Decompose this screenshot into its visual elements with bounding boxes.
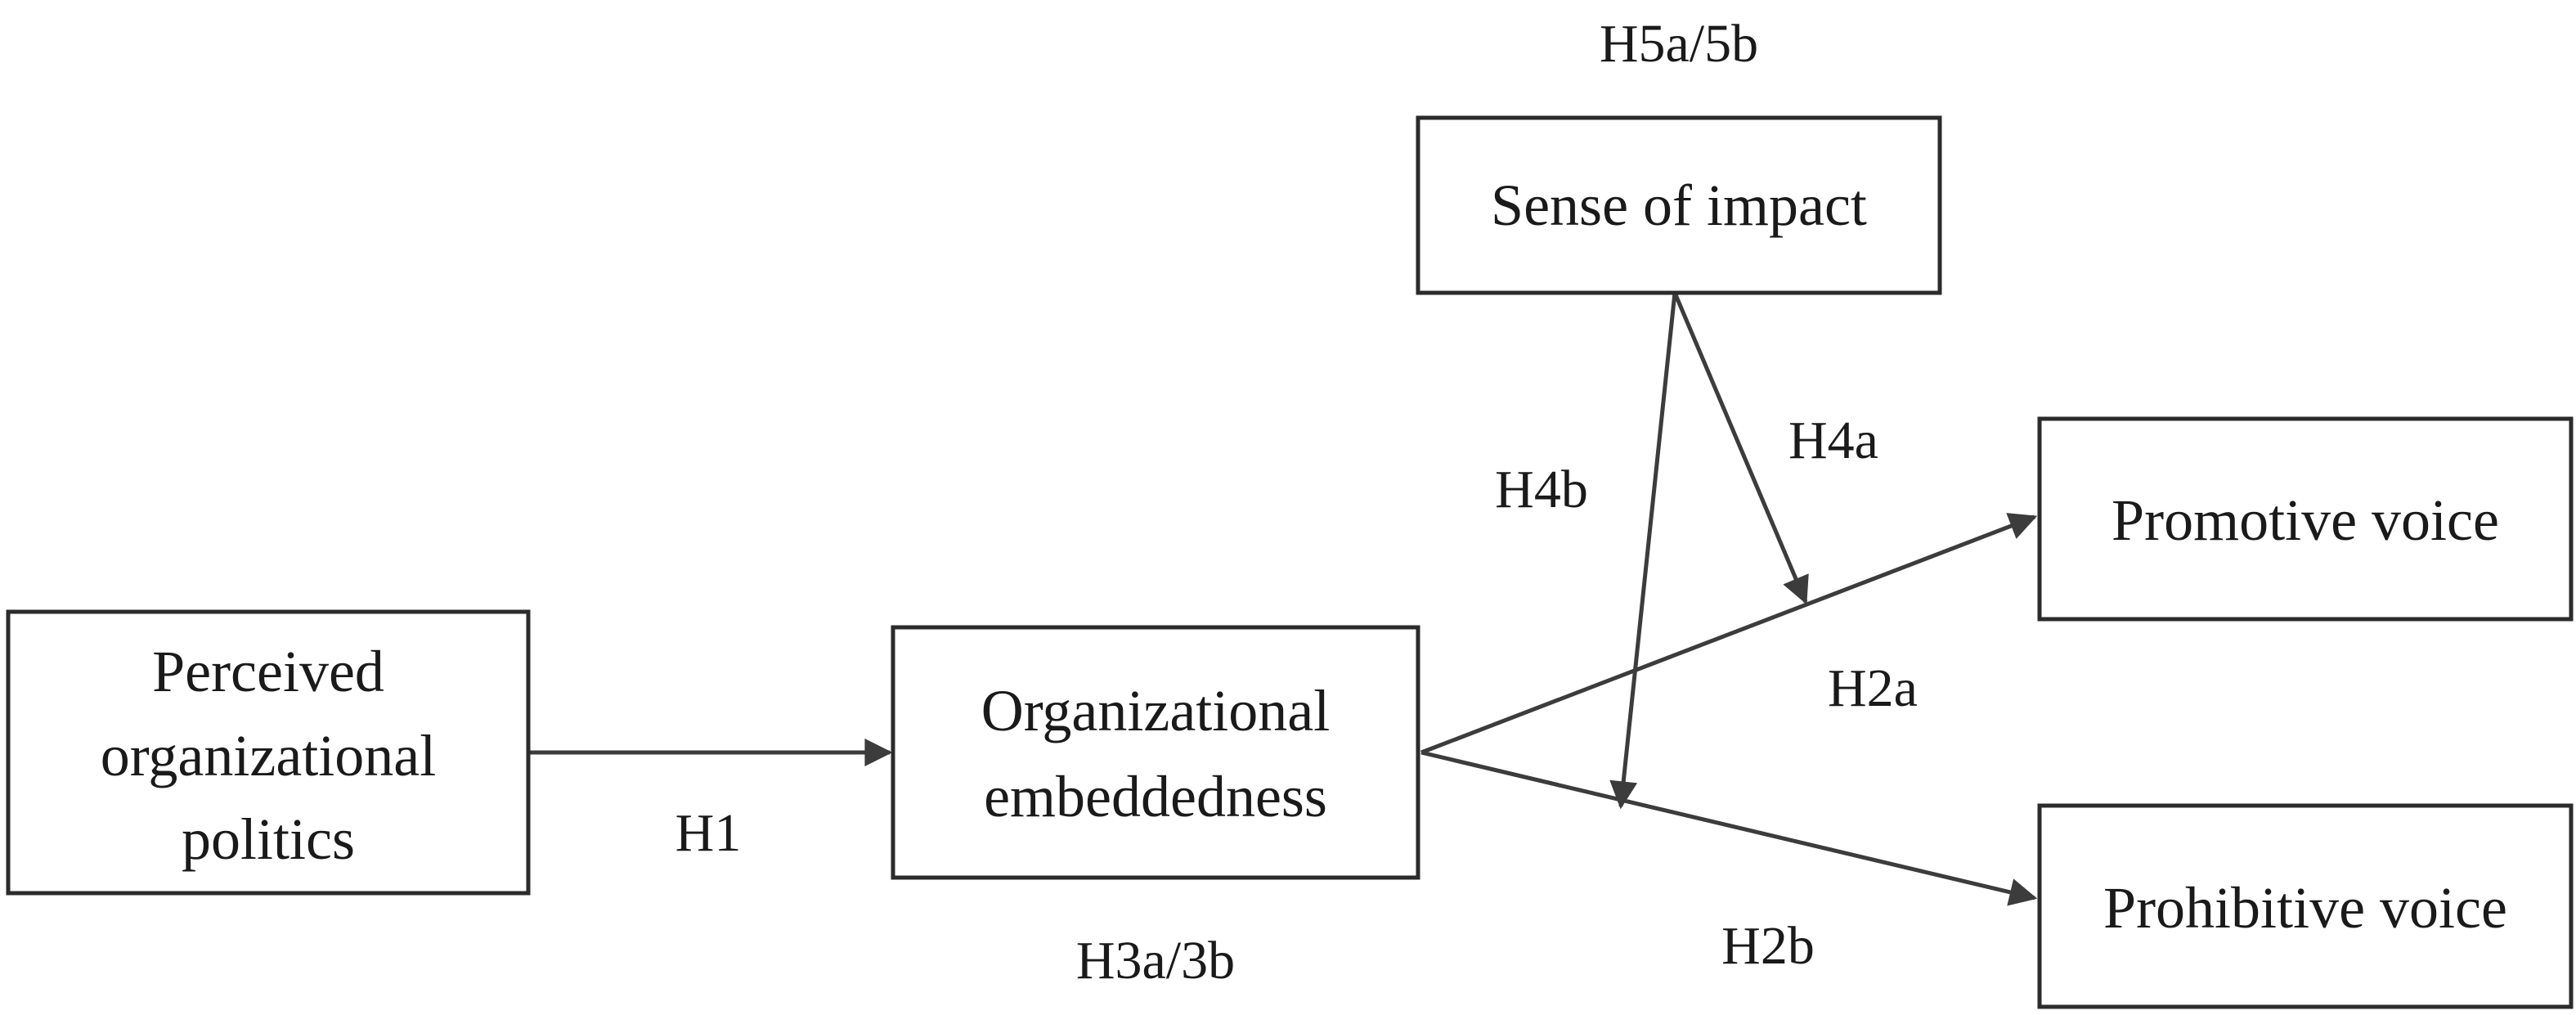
embeddedness-label-line2: embeddedness [984, 764, 1327, 829]
embeddedness-box: Organizational embeddedness [891, 625, 1420, 880]
embeddedness-label-line1: Organizational [981, 678, 1331, 743]
promotive-voice-label: Promotive voice [2112, 487, 2499, 553]
perceived-politics-label-line1: Perceived [152, 639, 384, 704]
h4b-label: H4b [1495, 460, 1588, 519]
prohibitive-voice-label: Prohibitive voice [2103, 875, 2507, 941]
h4a-label: H4a [1788, 411, 1878, 470]
perceived-politics-label-line3: politics [182, 806, 355, 872]
promotive-voice-box: Promotive voice [2037, 416, 2574, 622]
h5-label: H5a/5b [1600, 14, 1758, 74]
h1-label: H1 [675, 803, 742, 863]
h2a-arrow [1420, 513, 2038, 755]
h4a-arrow [1672, 292, 1809, 605]
sense-of-impact-label: Sense of impact [1491, 173, 1867, 238]
perceived-politics-box: Perceived organizational politics [6, 609, 531, 896]
sense-of-impact-box: Sense of impact [1416, 115, 1942, 295]
h2a-label: H2a [1828, 658, 1918, 718]
h2b-arrow [1420, 750, 2038, 906]
h3-label: H3a/3b [1076, 931, 1235, 990]
perceived-politics-label-line2: organizational [101, 723, 437, 788]
h2b-label: H2b [1721, 916, 1815, 976]
prohibitive-voice-box: Prohibitive voice [2037, 803, 2574, 1009]
h4b-arrow [1609, 292, 1677, 810]
